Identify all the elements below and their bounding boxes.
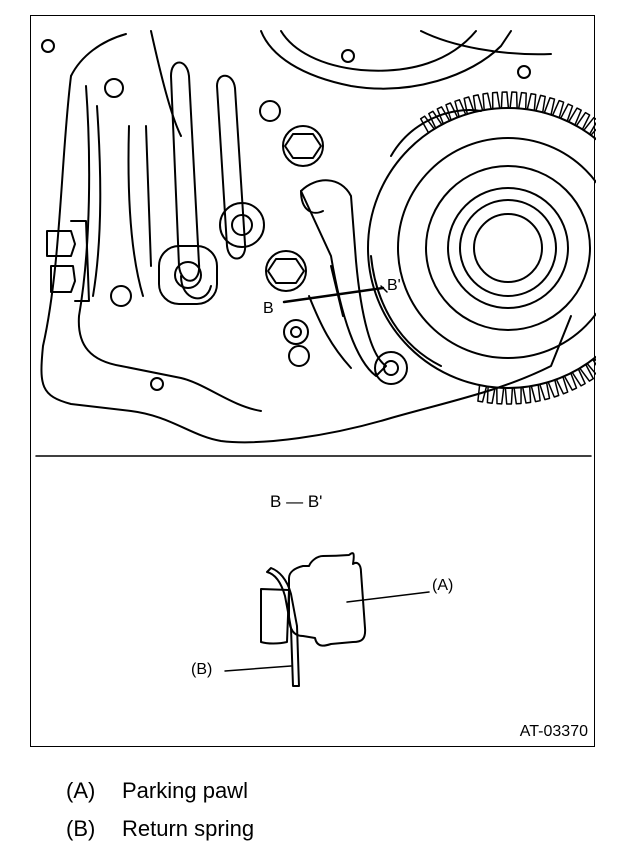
gear-teeth [419,91,596,405]
leader-line-a [346,591,430,603]
legend-text: Parking pawl [122,778,248,803]
legend-key: (B) [66,816,96,841]
transmission-drawing [35,30,596,687]
leader-line-b [224,665,292,672]
section-title-right: B' [307,492,323,511]
section-line [282,286,385,304]
section-view [224,552,430,687]
section-title-dash: — [286,492,304,511]
section-point-b: B [263,300,274,317]
section-title: B — B' [270,493,322,510]
figure-frame: B B' B — B' (A) (B) AT-03370 [30,15,596,747]
gear-tooth-ring [419,91,596,405]
section-line-tick [380,285,388,293]
return-spring-shape [266,567,300,687]
legend-key: (A) [66,778,96,803]
callout-b: (B) [191,661,213,678]
section-title-left: B [270,492,282,511]
figure-id: AT-03370 [519,723,588,740]
legend-text: Return spring [122,816,255,841]
callout-a: (A) [432,577,454,594]
legend-item-a: (A) Parking pawl [66,780,248,802]
legend-item-b: (B) Return spring [66,818,254,840]
section-point-b-prime: B' [387,277,401,294]
parking-pawl-shape [288,552,367,647]
transmission-case [40,30,596,444]
